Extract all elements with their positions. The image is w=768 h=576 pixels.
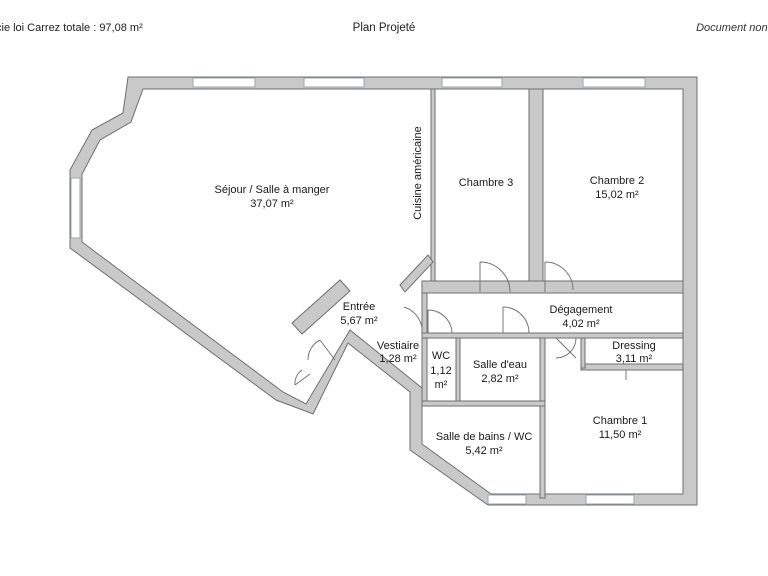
room-chambre1-area: 11,50 m² [599, 429, 642, 441]
room-chambre2-name: Chambre 2 [590, 175, 644, 187]
room-salle-eau-name: Salle d'eau [473, 359, 527, 371]
room-sejour-name: Séjour / Salle à manger [215, 184, 330, 196]
room-salle-bains-area: 5,42 m² [465, 445, 503, 457]
room-chambre2-area: 15,02 m² [595, 189, 639, 201]
windows [70, 77, 646, 505]
outer-walls [69, 76, 698, 506]
doors [294, 261, 627, 386]
room-entree-area: 5,67 m² [340, 315, 378, 327]
room-wc-area-value: 1,12 [430, 365, 451, 377]
room-chambre3-name: Chambre 3 [459, 177, 513, 189]
room-salle-eau-area: 2,82 m² [481, 373, 519, 385]
total-surface-label: cie loi Carrez totale : 97,08 m² [0, 22, 143, 34]
plan-title: Plan Projeté [352, 22, 416, 34]
room-wc-name: WC [432, 350, 450, 362]
room-wc-area-unit: m² [435, 379, 448, 391]
disclaimer-label: Document non cor [696, 22, 768, 34]
room-dressing-name: Dressing [612, 340, 655, 352]
room-cuisine-name: Cuisine américaine [412, 126, 424, 220]
room-sejour-area: 37,07 m² [250, 198, 294, 210]
room-chambre1-name: Chambre 1 [593, 415, 647, 427]
room-entree-name: Entrée [343, 301, 375, 313]
room-vestiaire-area: 1,28 m² [379, 353, 417, 365]
room-dressing-area: 3,11 m² [616, 353, 653, 365]
room-degagement-name: Dégagement [550, 304, 613, 316]
room-labels: Séjour / Salle à manger 37,07 m² Cuisine… [215, 126, 656, 457]
room-vestiaire-name: Vestiaire [377, 340, 419, 352]
room-degagement-area: 4,02 m² [562, 318, 600, 330]
room-salle-bains-name: Salle de bains / WC [436, 431, 533, 443]
interior-walls [291, 88, 684, 499]
